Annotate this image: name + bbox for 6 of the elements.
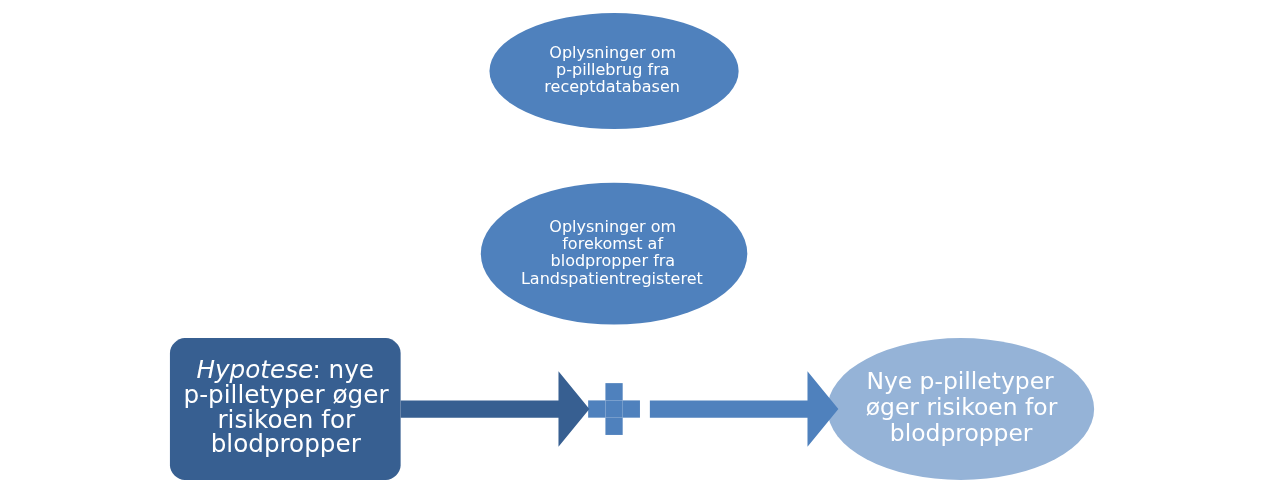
arrow	[400, 371, 590, 447]
node-box: Hypotese: nye p-pilletyper øger risikoen for blodpropper	[169, 338, 401, 480]
node-ellipse: Oplysninger om forekomst af blodpropper fra Landspatientregisteret	[480, 182, 748, 325]
arrow	[649, 371, 839, 447]
node-ellipse: Nye p-pilletyper øger risikoen for blodpropper	[827, 338, 1095, 480]
node-ellipse: Oplysninger om p-pillebrug fra receptdatabasen	[489, 13, 739, 129]
